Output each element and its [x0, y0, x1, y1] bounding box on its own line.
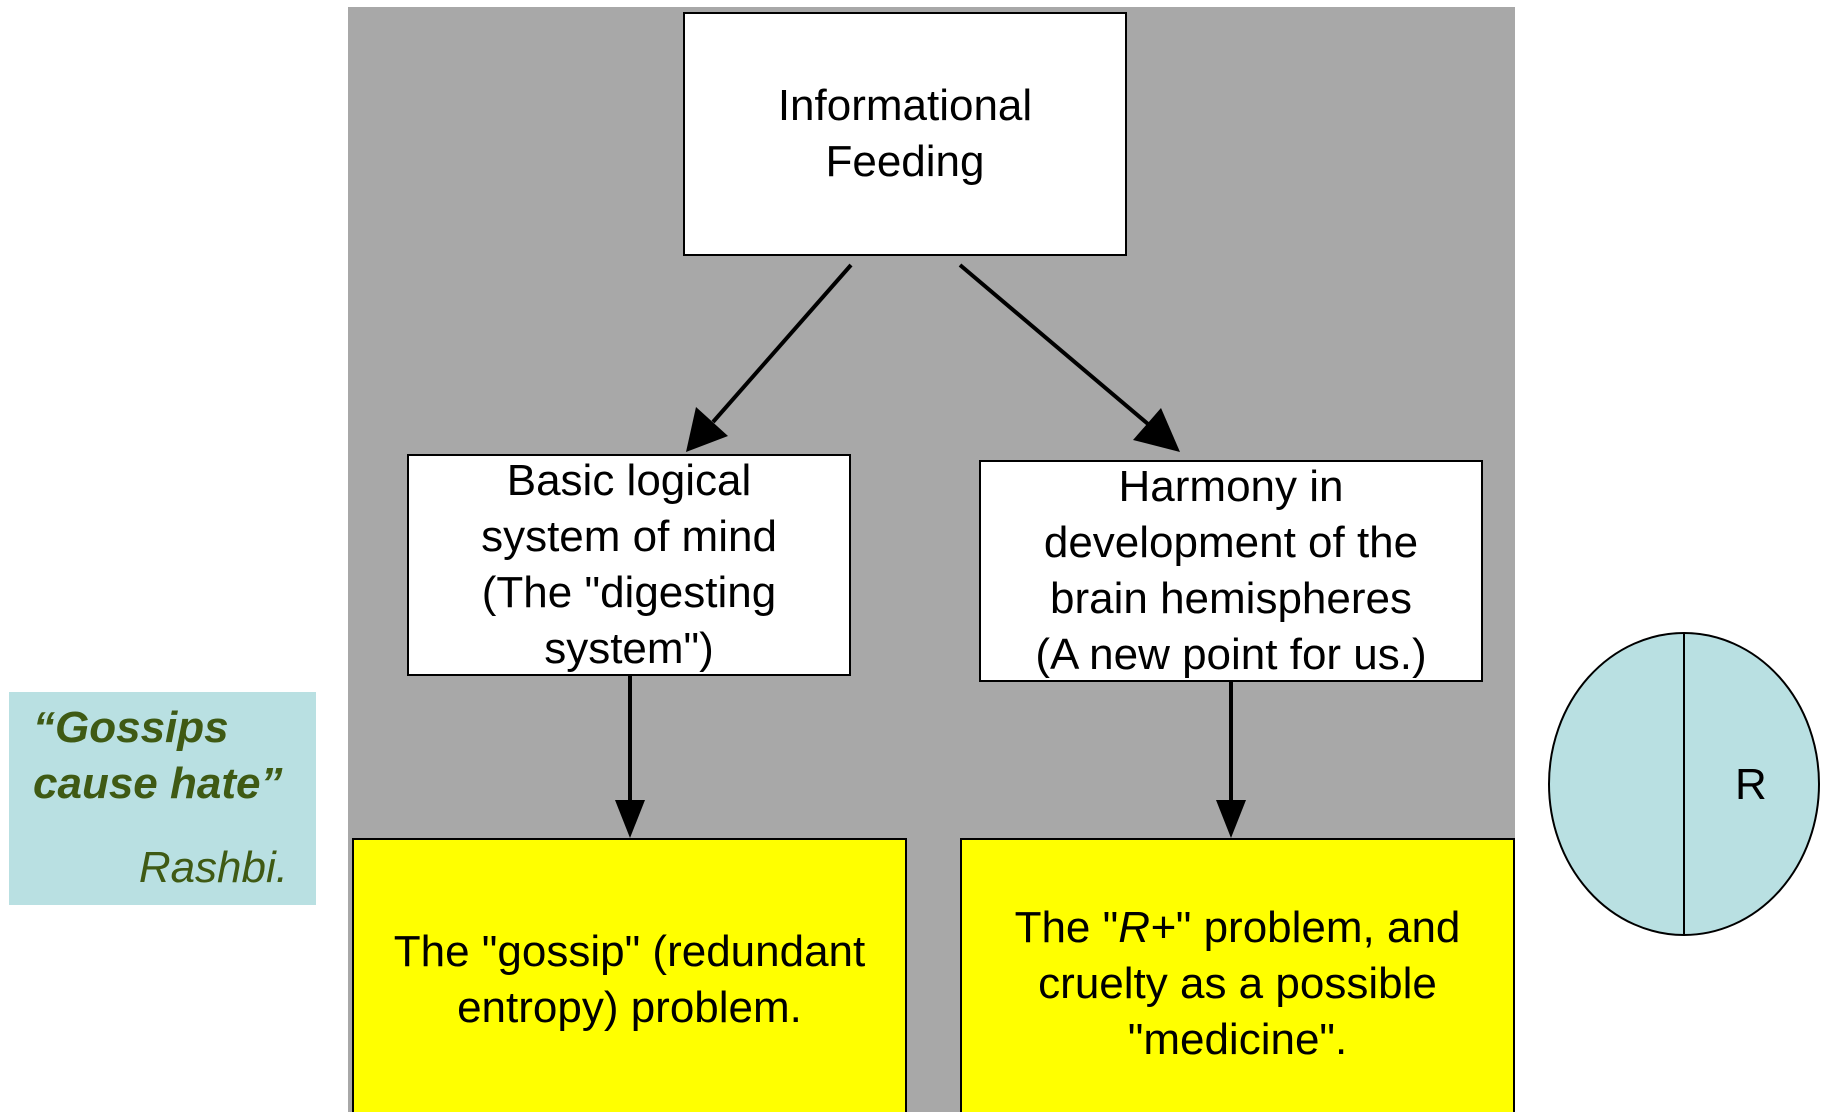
right-outcome-r-plus: R+	[1118, 903, 1176, 952]
outcome-r-plus-problem: The "R+" problem, and cruelty as a possi…	[960, 838, 1515, 1112]
right-node-line-3: brain hemispheres	[1050, 574, 1412, 623]
brain-hemispheres-icon	[1548, 632, 1820, 936]
left-node-line-2: system of mind	[481, 512, 777, 561]
quote-line-1: “Gossips	[33, 703, 229, 752]
left-node-line-1: Basic logical	[506, 456, 752, 505]
right-outcome-line-1: The "R+" problem, and	[962, 900, 1513, 956]
root-node-informational-feeding: Informational Feeding	[683, 12, 1127, 256]
quote-card: “Gossips cause hate” Rashbi.	[9, 692, 316, 905]
right-hemisphere-label: R	[1735, 760, 1767, 809]
right-outcome-line-3: "medicine".	[1127, 1015, 1348, 1064]
right-node-line-4: (A new point for us.)	[1035, 630, 1427, 679]
root-node-line-2: Feeding	[825, 137, 985, 186]
node-basic-logical-system: Basic logical system of mind (The "diges…	[407, 454, 851, 676]
left-outcome-line-2: entropy) problem.	[457, 983, 802, 1032]
right-outcome-line-2: cruelty as a possible	[1038, 959, 1437, 1008]
right-node-line-1: Harmony in	[1118, 462, 1344, 511]
quote-text: “Gossips cause hate”	[33, 700, 323, 812]
quote-line-2: cause hate”	[33, 759, 283, 808]
quote-author: Rashbi.	[138, 843, 288, 892]
right-outcome-line-1-before: The "	[1014, 903, 1119, 952]
root-node-line-1: Informational	[777, 81, 1033, 130]
left-node-line-3: (The "digesting	[481, 568, 777, 617]
node-harmony-brain-hemispheres: Harmony in development of the brain hemi…	[979, 460, 1483, 682]
left-node-line-4: system")	[544, 624, 714, 673]
right-outcome-line-1-after: " problem, and	[1175, 903, 1461, 952]
right-node-line-2: development of the	[1043, 518, 1419, 567]
left-outcome-line-1: The "gossip" (redundant	[393, 927, 866, 976]
outcome-gossip-problem: The "gossip" (redundant entropy) problem…	[352, 838, 907, 1112]
